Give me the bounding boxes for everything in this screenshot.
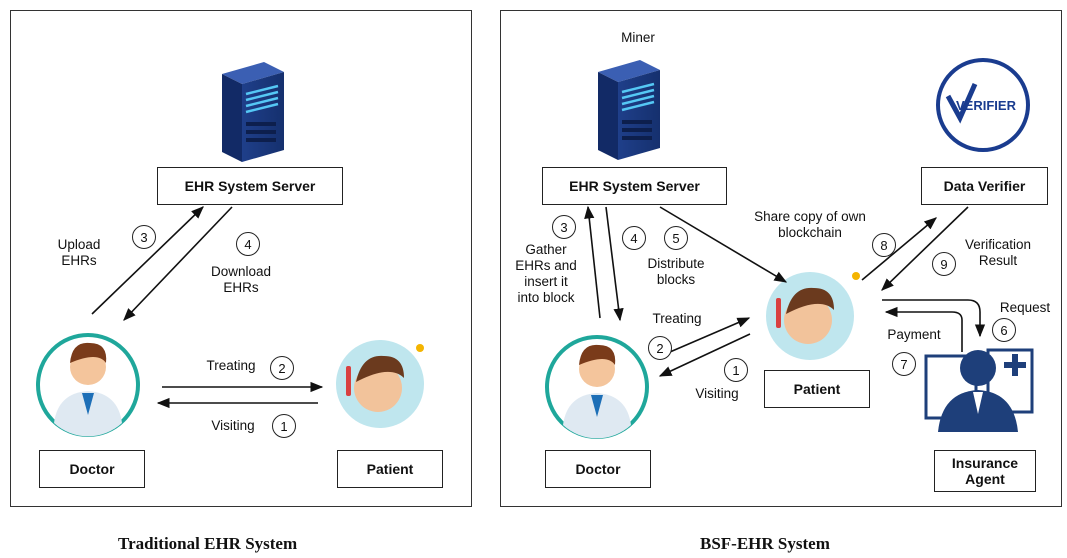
distribute-label: Distribute blocks [647, 256, 705, 287]
distribute-to-doctor-arrow [605, 206, 624, 322]
download-arrow [123, 206, 233, 321]
step-2-badge: 2 [648, 336, 672, 360]
verification-label: Verification Result [964, 237, 1032, 268]
step-2-badge: 2 [270, 356, 294, 380]
patient-box: Patient [337, 450, 443, 488]
ehr-server-box: EHR System Server [157, 167, 343, 205]
upload-arrow [91, 206, 204, 315]
insurance-agent-icon [924, 348, 1034, 432]
step-4-badge: 4 [236, 232, 260, 256]
traditional-caption: Traditional EHR System [118, 534, 298, 553]
upload-label: Upload EHRs [57, 237, 101, 268]
treating-label: Treating [652, 311, 702, 326]
doctor-icon [36, 333, 140, 437]
verifier-logo-icon [936, 58, 1030, 152]
share-arrow [861, 217, 937, 281]
bsf-caption: BSF-EHR System [700, 534, 830, 553]
server-icon [222, 62, 284, 162]
patient-icon [336, 340, 424, 428]
step-3-badge: 3 [552, 215, 576, 239]
treating-label: Treating [206, 358, 256, 373]
step-8-badge: 8 [872, 233, 896, 257]
step-4-badge: 4 [622, 226, 646, 250]
step-3-badge: 3 [132, 225, 156, 249]
visiting-label: Visiting [695, 386, 739, 401]
miner-server-icon [598, 60, 660, 160]
visiting-label: Visiting [211, 418, 255, 433]
share-label: Share copy of own blockchain [754, 209, 866, 240]
insurance-agent-box: Insurance Agent [934, 450, 1036, 492]
patient-box: Patient [764, 370, 870, 408]
request-arrow [882, 299, 986, 338]
visiting-arrow [658, 333, 751, 377]
doctor-icon [545, 335, 649, 439]
gather-arrow [584, 205, 601, 319]
ehr-server-box: EHR System Server [542, 167, 727, 205]
request-label: Request [999, 300, 1051, 315]
payment-arrow [884, 306, 963, 352]
patient-icon [766, 272, 860, 360]
step-9-badge: 9 [932, 252, 956, 276]
verifier-logo-text: VERIFIER [956, 98, 1016, 113]
doctor-box: Doctor [545, 450, 651, 488]
verification-arrow [881, 206, 969, 291]
step-5-badge: 5 [664, 226, 688, 250]
step-1-badge: 1 [272, 414, 296, 438]
step-6-badge: 6 [992, 318, 1016, 342]
gather-label: Gather EHRs and insert it into block [515, 242, 577, 305]
step-7-badge: 7 [892, 352, 916, 376]
miner-label: Miner [621, 30, 655, 45]
data-verifier-box: Data Verifier [921, 167, 1048, 205]
doctor-box: Doctor [39, 450, 145, 488]
download-label: Download EHRs [210, 264, 272, 295]
step-1-badge: 1 [724, 358, 748, 382]
payment-label: Payment [887, 327, 941, 342]
distribute-to-patient-arrow [659, 206, 788, 283]
